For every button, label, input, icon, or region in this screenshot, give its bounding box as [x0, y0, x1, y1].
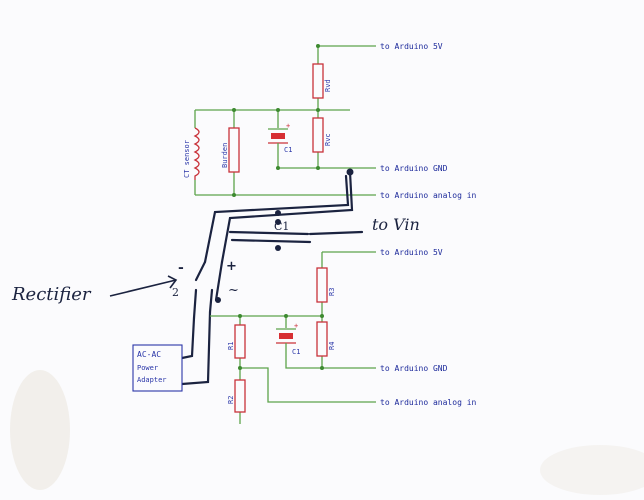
top-analog-label: to Arduino analog in	[380, 191, 477, 200]
wire-gnd	[277, 148, 376, 169]
bottom-junctions	[238, 314, 324, 370]
wire-r1r2-analog	[240, 367, 376, 403]
r3-resistor	[316, 267, 328, 303]
svg-text:+: +	[286, 122, 290, 130]
bottom-circuit	[210, 251, 376, 424]
rvc-label: Rvc	[324, 133, 332, 146]
handwritten-dots	[215, 168, 354, 303]
c1-top-label: C1	[284, 146, 292, 154]
r1-label: R1	[227, 342, 235, 350]
c1-bottom-capacitor-icon: +	[276, 322, 298, 350]
c1-capacitor-icon: +	[268, 122, 290, 148]
paper-stain	[10, 370, 70, 490]
ct-sensor-coil-icon	[193, 127, 200, 180]
top-circuit	[194, 45, 376, 196]
bottom-5v-label: to Arduino 5V	[380, 248, 443, 257]
burden-label: Burden	[221, 143, 229, 168]
burden-resistor	[228, 127, 240, 173]
c1-bottom-label: C1	[292, 348, 300, 356]
adapter-line-3: Adapter	[137, 376, 167, 384]
ct-sensor-label: CT sensor	[183, 140, 191, 178]
r1-resistor	[234, 324, 246, 359]
plus-sign: +	[226, 259, 237, 274]
r2-resistor	[234, 379, 246, 413]
two-mark: 2	[172, 286, 179, 299]
top-components: +	[193, 63, 324, 180]
ac-adapter-box	[132, 344, 183, 392]
r3-label: R3	[328, 288, 336, 296]
hand-c1-label: C1	[274, 220, 289, 233]
rvd-resistor	[312, 63, 324, 99]
tilde-sign: ~	[228, 283, 239, 298]
paper-stain	[540, 445, 644, 495]
wire-gnd-bottom	[285, 350, 376, 369]
rvc-resistor	[312, 117, 324, 153]
rvd-label: Rvd	[324, 79, 332, 92]
bottom-gnd-label: to Arduino GND	[380, 364, 448, 373]
svg-text:+: +	[294, 322, 298, 330]
bottom-components: +	[132, 267, 328, 413]
rectifier-label: Rectifier	[11, 284, 92, 305]
adapter-line-1: AC-AC	[137, 350, 161, 359]
minus-sign: -	[178, 260, 184, 276]
top-gnd-label: to Arduino GND	[380, 164, 448, 173]
r4-resistor	[316, 321, 328, 357]
adapter-line-2: Power	[137, 364, 158, 372]
handwritten-wiring	[180, 170, 364, 386]
r2-label: R2	[227, 396, 235, 404]
to-vin-label: to Vin	[372, 215, 420, 234]
rectifier-arrow-icon	[109, 275, 178, 297]
r4-label: R4	[328, 342, 336, 350]
top-junctions	[232, 44, 320, 197]
top-5v-label: to Arduino 5V	[380, 42, 443, 51]
bottom-analog-label: to Arduino analog in	[380, 398, 477, 407]
